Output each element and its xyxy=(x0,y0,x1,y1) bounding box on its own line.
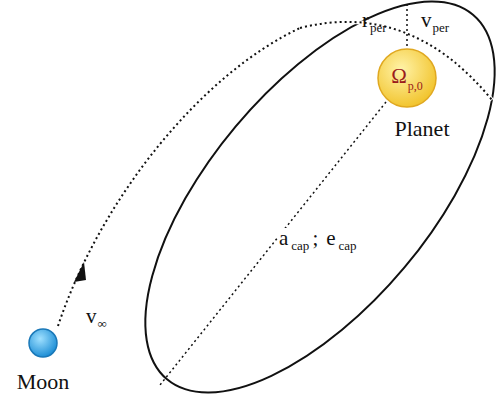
moon-circle: Moon xyxy=(28,328,58,358)
infinity-velocity-subscript: ∞ xyxy=(98,317,107,330)
capture-ellipse xyxy=(83,0,501,406)
periapsis-velocity-symbol: v xyxy=(421,10,432,31)
trajectory-arrowhead xyxy=(74,262,86,282)
ellipse-parameters-subscript: cap xyxy=(338,239,358,252)
moon-trajectory xyxy=(58,28,300,326)
planet-symbol-subscript: p,0 xyxy=(408,80,423,92)
ellipse-parameters-symbol: a xyxy=(278,228,289,249)
ellipse-parameters-subscript: cap xyxy=(290,239,310,252)
ellipse-parameters-symbol: e xyxy=(325,228,336,249)
planet-circle-shape xyxy=(377,48,437,108)
infinity-velocity-symbol: v xyxy=(86,306,97,327)
periapsis-velocity-subscript: per xyxy=(433,21,450,34)
periapsis-line xyxy=(406,4,408,46)
planet-symbol: Ω xyxy=(391,66,407,87)
moon-label: Moon xyxy=(17,371,70,393)
planet-label: Planet xyxy=(395,118,450,140)
moon-circle-shape xyxy=(28,328,58,358)
periapsis-radius-symbol: r xyxy=(362,10,369,31)
ellipse-parameters-symbol: ; xyxy=(311,228,319,249)
planet-circle: Ωp,0Planet xyxy=(377,48,437,108)
major-axis-line xyxy=(160,102,386,385)
periapsis-radius-subscript: per xyxy=(370,21,387,34)
